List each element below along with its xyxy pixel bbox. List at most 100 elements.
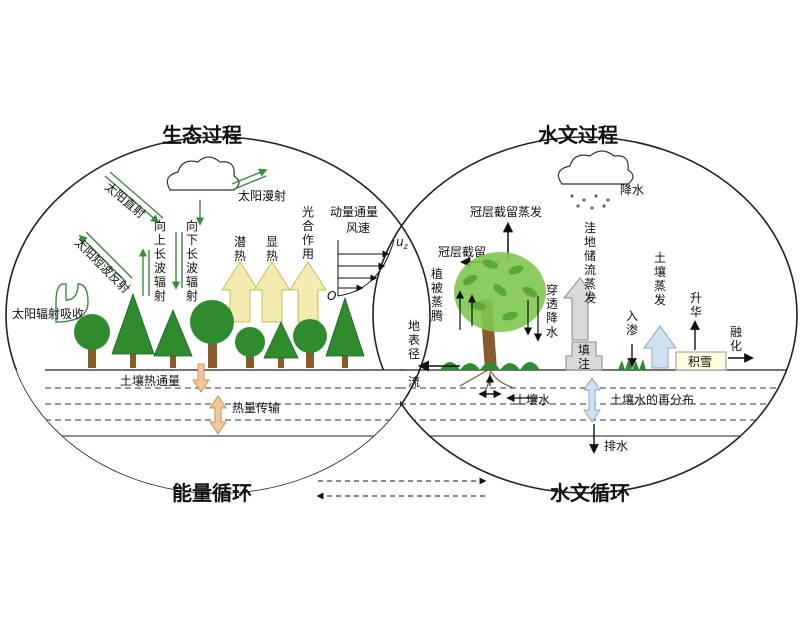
soil-evap-arrow bbox=[643, 325, 677, 369]
shortwave-reflect-arrow bbox=[78, 231, 133, 283]
fill-label: 填 注 bbox=[578, 343, 590, 371]
depression-evap-arrow bbox=[562, 277, 598, 341]
svg-text:注: 注 bbox=[578, 356, 590, 371]
photosynthesis-label: 光 合 作 用 bbox=[302, 205, 314, 261]
solar-absorb-label: 太阳辐射吸收 bbox=[12, 306, 84, 321]
big-tree bbox=[440, 252, 546, 370]
surface-runoff-label: 地 表 径 流 bbox=[408, 319, 420, 389]
down-longwave-label: 向 下 长 波 辐 射 bbox=[186, 218, 198, 303]
heat-transfer-label: 热量传输 bbox=[232, 400, 280, 415]
svg-text:蒸: 蒸 bbox=[654, 279, 666, 293]
grass-patch bbox=[618, 358, 646, 370]
svg-text:表: 表 bbox=[408, 333, 420, 347]
throughfall-arrows bbox=[523, 296, 543, 342]
svg-text:上: 上 bbox=[154, 233, 166, 247]
roots bbox=[459, 369, 515, 395]
svg-text:辐: 辐 bbox=[154, 274, 166, 289]
wind-origin-label: O bbox=[327, 289, 336, 303]
drainage-label: 排水 bbox=[604, 439, 628, 453]
svg-text:向: 向 bbox=[154, 218, 166, 233]
up-longwave-label: 向 上 长 波 辐 射 bbox=[154, 218, 166, 303]
svg-text:华: 华 bbox=[690, 305, 702, 319]
snow-box bbox=[675, 351, 727, 371]
soil-water-label: 土壤水 bbox=[514, 392, 550, 407]
water-cycle-title: 水文循环 bbox=[550, 481, 630, 505]
svg-text:洼: 洼 bbox=[584, 221, 596, 235]
sensible-heat-label: 显 热 bbox=[266, 235, 278, 263]
soil-heat-flux-label: 土壤热通量 bbox=[120, 373, 180, 388]
solar-absorb-arrow bbox=[55, 283, 89, 323]
hydro-process-title: 水文过程 bbox=[538, 123, 618, 147]
photosynthesis-arrow bbox=[289, 261, 327, 323]
svg-text:射: 射 bbox=[186, 288, 198, 303]
snow-label: 积雪 bbox=[688, 355, 712, 369]
depression-evap-label: 洼 地 储 流 蒸 发 bbox=[584, 221, 596, 305]
svg-text:地: 地 bbox=[584, 235, 596, 249]
svg-text:流: 流 bbox=[584, 263, 596, 277]
canopy-evap-label: 冠层截留蒸发 bbox=[470, 204, 542, 219]
svg-text:土: 土 bbox=[654, 251, 666, 265]
solar-direct-arrow bbox=[104, 171, 164, 224]
rain-label: 降水 bbox=[620, 183, 644, 197]
rain-cloud-icon bbox=[557, 150, 634, 210]
melt-label: 融 化 bbox=[730, 325, 742, 353]
svg-text:潜: 潜 bbox=[234, 235, 246, 249]
svg-text:地: 地 bbox=[408, 319, 420, 333]
redistribution-label: 土壤水的再分布 bbox=[610, 392, 694, 407]
svg-text:蒸: 蒸 bbox=[584, 277, 596, 291]
svg-text:长: 长 bbox=[186, 247, 198, 261]
energy-cycle-title: 能量循环 bbox=[172, 481, 252, 505]
svg-text:填: 填 bbox=[578, 343, 590, 357]
svg-text:热: 热 bbox=[234, 249, 246, 263]
eco-process-title: 生态过程 bbox=[162, 123, 242, 147]
redistribution-arrow bbox=[583, 377, 601, 423]
svg-text:波: 波 bbox=[186, 261, 198, 275]
cloud-icon bbox=[166, 156, 240, 191]
hydrology-ellipse bbox=[372, 136, 798, 494]
svg-text:腾: 腾 bbox=[431, 308, 443, 323]
svg-text:水: 水 bbox=[546, 325, 558, 339]
left-forest bbox=[74, 292, 365, 368]
svg-text:储: 储 bbox=[584, 248, 596, 263]
svg-text:蒸: 蒸 bbox=[431, 295, 443, 309]
wind-profile bbox=[337, 239, 395, 297]
svg-text:用: 用 bbox=[302, 247, 314, 261]
uz-label: uz bbox=[396, 235, 409, 251]
left-soil-layer bbox=[6, 369, 405, 493]
svg-text:热: 热 bbox=[266, 249, 278, 263]
svg-text:光: 光 bbox=[302, 205, 314, 219]
svg-text:化: 化 bbox=[730, 339, 742, 353]
soil-evap-label: 土 壤 蒸 发 bbox=[654, 251, 666, 307]
svg-text:透: 透 bbox=[546, 297, 558, 311]
svg-text:融: 融 bbox=[730, 325, 742, 339]
svg-text:发: 发 bbox=[654, 292, 666, 307]
up-longwave-arrow bbox=[138, 248, 150, 296]
solar-diffuse-arrow bbox=[231, 168, 268, 191]
wind-speed-label: 风速 bbox=[346, 221, 370, 235]
svg-text:流: 流 bbox=[408, 375, 420, 389]
svg-text:作: 作 bbox=[302, 233, 314, 247]
root-uptake-arrows bbox=[478, 374, 502, 399]
svg-text:入: 入 bbox=[626, 309, 638, 323]
svg-text:射: 射 bbox=[154, 288, 166, 303]
svg-text:穿: 穿 bbox=[546, 282, 558, 297]
svg-text:辐: 辐 bbox=[186, 274, 198, 289]
svg-text:植: 植 bbox=[431, 266, 443, 281]
svg-text:被: 被 bbox=[431, 281, 443, 295]
heat-transfer-arrow bbox=[209, 395, 227, 435]
svg-text:合: 合 bbox=[302, 218, 314, 233]
momentum-flux-label: 动量通量 bbox=[330, 205, 378, 219]
svg-text:升: 升 bbox=[690, 291, 702, 305]
latent-heat-arrow bbox=[221, 261, 259, 323]
sublimation-label: 升 华 bbox=[690, 291, 702, 319]
svg-text:径: 径 bbox=[408, 347, 420, 361]
svg-text:长: 长 bbox=[154, 247, 166, 261]
transpiration-arrows bbox=[455, 290, 477, 330]
svg-text:降: 降 bbox=[546, 311, 558, 325]
fill-box bbox=[565, 341, 603, 371]
svg-text:发: 发 bbox=[584, 290, 596, 305]
soil-heat-flux-arrow bbox=[192, 363, 210, 393]
infiltration-label: 入 渗 bbox=[626, 309, 638, 337]
svg-text:显: 显 bbox=[266, 235, 278, 249]
